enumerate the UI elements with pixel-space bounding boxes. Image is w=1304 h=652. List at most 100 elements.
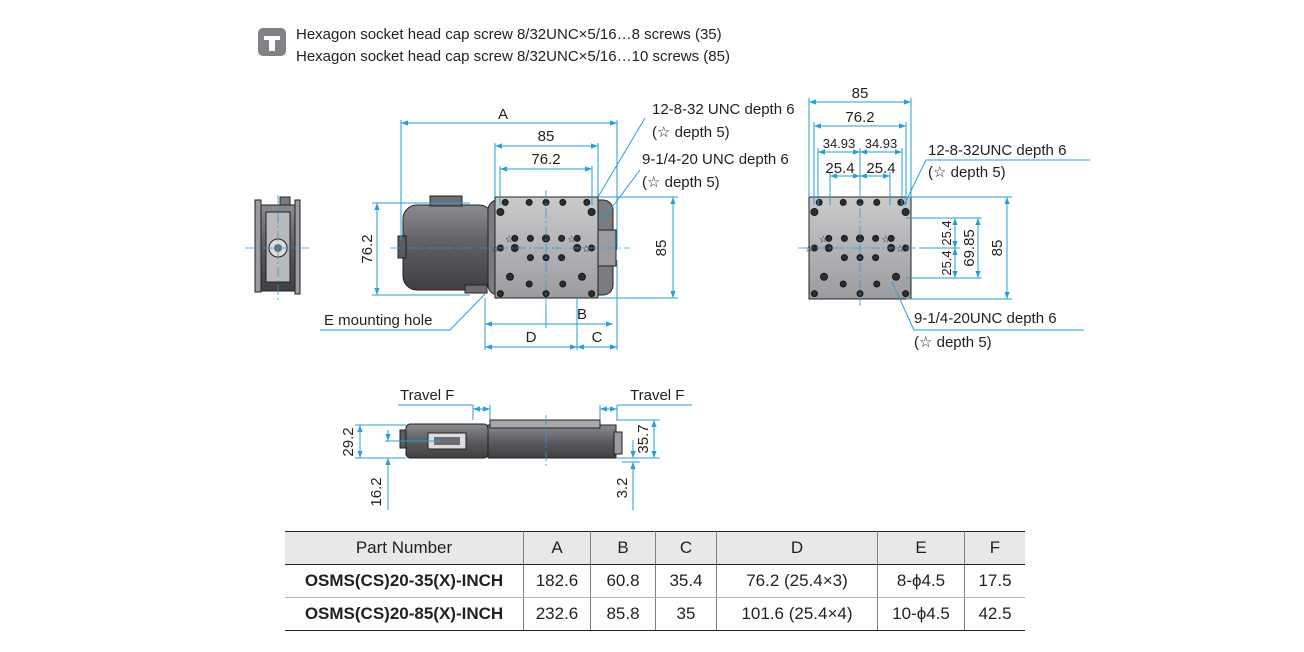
- travel-f-left: Travel F: [400, 387, 454, 404]
- header-E: E: [877, 531, 965, 565]
- rv-callout-tap1: 12-8-32UNC depth 6: [928, 142, 1066, 159]
- dim-16-2: 16.2: [368, 477, 385, 506]
- rv-dim-25-4-v2: 25.4: [939, 250, 954, 275]
- star-mark: ☆: [896, 244, 905, 255]
- tapped-hole: [839, 198, 847, 206]
- rv-callout-tap1-sub: (☆ depth 5): [928, 164, 1006, 181]
- tapped-hole: [587, 208, 596, 216]
- cell-C: 35: [655, 597, 717, 631]
- rv-callout-tap2-sub: (☆ depth 5): [914, 334, 992, 351]
- tapped-hole: [583, 198, 591, 206]
- rv-dim-85-right: 85: [989, 240, 1006, 257]
- tapped-hole: [902, 290, 910, 298]
- tapped-hole: [573, 234, 581, 242]
- callout-tap1: 12-8-32 UNC depth 6: [652, 101, 795, 118]
- rv-dim-34-93-a: 34.93: [823, 136, 856, 151]
- dim-76-2-top: 76.2: [531, 151, 560, 168]
- header-B: B: [590, 531, 656, 565]
- note-line-2: Hexagon socket head cap screw 8/32UNC×5/…: [296, 48, 730, 65]
- dim-A-label: A: [498, 106, 508, 123]
- header-D: D: [716, 531, 878, 565]
- star-mark: ☆: [505, 234, 514, 245]
- tapped-hole: [496, 208, 505, 216]
- star-mark: ☆: [804, 244, 813, 255]
- rv-dim-34-93-b: 34.93: [865, 136, 898, 151]
- tapped-hole: [892, 272, 900, 281]
- tapped-hole: [872, 254, 880, 262]
- top-view: ☆ ☆ ☆ ☆ A 85 76.2 76.2 85 D: [320, 101, 795, 350]
- rv-dim-85-top: 85: [852, 85, 869, 102]
- dim-3-2: 3.2: [614, 478, 631, 499]
- header-part-number: Part Number: [285, 531, 524, 565]
- tapped-hole: [840, 254, 848, 262]
- side-view: [245, 195, 310, 300]
- callout-mount-hole: E mounting hole: [324, 312, 432, 329]
- tapped-hole: [501, 198, 509, 206]
- tapped-hole: [578, 272, 586, 281]
- cell-F: 17.5: [964, 564, 1025, 598]
- cell-C: 35.4: [655, 564, 717, 598]
- star-mark: ☆: [819, 234, 828, 245]
- header-C: C: [655, 531, 717, 565]
- rv-dim-25-4-v1: 25.4: [939, 220, 954, 245]
- rv-callout-tap2: 9-1/4-20UNC depth 6: [914, 310, 1057, 327]
- tapped-hole: [839, 280, 847, 288]
- tapped-hole: [810, 208, 819, 216]
- table-row: OSMS(CS)20-85(X)-INCH 232.6 85.8 35 101.…: [285, 597, 1025, 631]
- tapped-hole: [873, 280, 881, 288]
- table-header-row: Part Number A B C D E F: [285, 531, 1025, 565]
- star-mark: ☆: [881, 234, 890, 245]
- cell-A: 182.6: [523, 564, 591, 598]
- tapped-hole: [815, 198, 823, 206]
- rv-dim-25-4-a: 25.4: [825, 160, 854, 177]
- tapped-hole: [559, 280, 567, 288]
- cell-F: 42.5: [964, 597, 1025, 631]
- star-mark: ☆: [582, 244, 591, 255]
- dim-85-right: 85: [653, 240, 670, 257]
- dim-C-label: C: [592, 329, 603, 346]
- callout-tap2: 9-1/4-20 UNC depth 6: [642, 151, 789, 168]
- tapped-hole: [873, 198, 881, 206]
- tapped-hole: [526, 254, 534, 262]
- tapped-hole: [511, 234, 519, 242]
- dim-D-label: D: [526, 329, 537, 346]
- rv-dim-69-85: 69.85: [961, 229, 978, 267]
- table-row: OSMS(CS)20-35(X)-INCH 182.6 60.8 35.4 76…: [285, 564, 1025, 598]
- note-line-1: Hexagon socket head cap screw 8/32UNC×5/…: [296, 26, 722, 43]
- tapped-hole: [526, 234, 534, 242]
- cell-E: 8-ϕ4.5: [877, 564, 965, 598]
- tapped-hole: [887, 234, 895, 242]
- rv-dim-25-4-b: 25.4: [866, 160, 895, 177]
- tapped-hole: [897, 198, 905, 206]
- spec-table: Part Number A B C D E F OSMS(CS)20-35(X)…: [285, 531, 1025, 631]
- dim-B-label: B: [577, 306, 587, 323]
- cell-D: 101.6 (25.4×4): [716, 597, 878, 631]
- right-view: ☆ ☆ ☆ ☆ 85 76.2 34.93 34.93 25.4 25.4: [798, 85, 1090, 351]
- cell-B: 85.8: [590, 597, 656, 631]
- tapped-hole: [901, 208, 910, 216]
- tapped-hole: [588, 290, 596, 298]
- cap-screw-icon: [258, 28, 286, 56]
- rv-dim-76-2: 76.2: [845, 109, 874, 126]
- tapped-hole: [496, 290, 504, 298]
- tapped-hole: [824, 244, 833, 252]
- travel-f-right: Travel F: [630, 387, 684, 404]
- tapped-hole: [872, 234, 880, 242]
- tapped-hole: [525, 280, 533, 288]
- tapped-hole: [810, 290, 818, 298]
- header-F: F: [964, 531, 1025, 565]
- dim-29-2: 29.2: [340, 427, 357, 456]
- callout-tap2-sub: (☆ depth 5): [642, 174, 720, 191]
- star-mark: ☆: [490, 244, 499, 255]
- callout-tap1-sub: (☆ depth 5): [652, 124, 730, 141]
- cell-B: 60.8: [590, 564, 656, 598]
- tapped-hole: [820, 272, 828, 281]
- tapped-hole: [840, 234, 848, 242]
- dim-76-2-left: 76.2: [359, 234, 376, 263]
- technical-drawing: Hexagon socket head cap screw 8/32UNC×5/…: [245, 26, 1090, 510]
- tapped-hole: [825, 234, 833, 242]
- cell-D: 76.2 (25.4×3): [716, 564, 878, 598]
- star-mark: ☆: [567, 234, 576, 245]
- cell-part-number: OSMS(CS)20-35(X)-INCH: [285, 564, 524, 598]
- dim-85-top: 85: [538, 128, 555, 145]
